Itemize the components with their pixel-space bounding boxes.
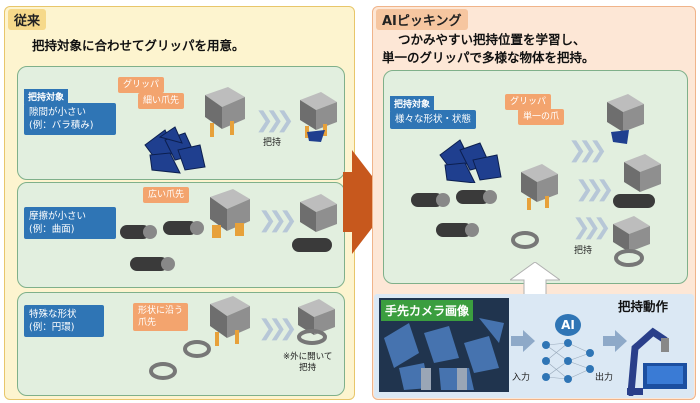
grasp-label: 把持 [263, 138, 282, 148]
ring-parts-icon [149, 340, 211, 380]
scattered-parts-icon [144, 126, 206, 174]
target-desc-friction: 摩擦が小さい (例：曲面) [24, 207, 116, 239]
grasp-note: ※外に開いて 把持 [283, 352, 333, 373]
ai-result-ring-icon [613, 216, 650, 267]
up-arrow-icon [510, 262, 560, 296]
gripper-ring-grasp-icon [297, 299, 335, 345]
arrow-chevron-1: ❯❯❯ [255, 108, 294, 133]
target-desc-gap: 隙間が小さい (例：バラ積み) [24, 103, 116, 135]
gripper-grasp-icon [300, 92, 337, 142]
ai-result-pipe-icon [613, 154, 661, 208]
ai-badge: AI [555, 314, 581, 336]
arrow-chevron-2: ❯❯❯ [258, 208, 297, 233]
input-arrow-icon [511, 330, 535, 352]
arrow-chevron-3: ❯❯❯ [258, 316, 297, 341]
gripper-wide-icon [210, 189, 250, 238]
gripper-desc-shape: 形状に沿う 爪先 [133, 303, 189, 331]
ai-scattered-parts-icon [439, 139, 502, 183]
ai-grasp-label: 把持 [574, 246, 593, 256]
gripper-thin-icon [205, 87, 245, 137]
gripper-pipe-grasp-icon [292, 194, 337, 252]
ai-result-parts-icon [607, 94, 644, 144]
input-label: 入力 [512, 373, 531, 383]
robot-arm-icon [627, 327, 687, 396]
ai-arrow-chevron-1: ❯❯❯ [568, 138, 607, 163]
target-desc-shape: 特殊な形状 (例：円環) [24, 305, 104, 337]
ai-arrow-chevron-3: ❯❯❯ [572, 215, 611, 240]
conventional-title: 従来 [8, 9, 47, 30]
target-tab: 把持対象 [24, 89, 69, 104]
ai-arrow-chevron-2: ❯❯❯ [575, 177, 614, 202]
ai-heading-line2: 単一のグリッパで多様な物体を把持。 [382, 50, 595, 65]
ai-target-desc: 様々な形状・状態 [390, 110, 477, 129]
gripper-tab: グリッパ [118, 77, 165, 93]
ai-heading-line1: つかみやすい把持位置を学習し、 [398, 32, 586, 47]
gripper-shape-icon [210, 296, 250, 346]
output-label: 出力 [595, 373, 614, 383]
conventional-heading: 把持対象に合わせてグリッパを用意。 [32, 38, 245, 53]
ai-gripper-icon [521, 164, 558, 210]
ai-ring-part-icon [511, 231, 539, 249]
neural-network-icon [542, 339, 594, 383]
gripper-desc-wide: 広い爪先 [143, 187, 190, 203]
gripper-desc-thin: 細い爪先 [138, 93, 185, 109]
camera-title: 手先カメラ画像 [381, 300, 474, 321]
grasp-motion-title: 把持動作 [618, 299, 669, 314]
output-arrow-icon [603, 330, 627, 352]
pipe-parts-icon [120, 221, 204, 271]
ai-target-tab: 把持対象 [390, 96, 435, 111]
ai-gripper-tab: グリッパ [505, 94, 552, 110]
ai-picking-title: AIピッキング [376, 9, 468, 30]
ai-gripper-desc: 単一の爪 [518, 109, 565, 125]
ai-pipe-parts-icon [411, 190, 497, 237]
